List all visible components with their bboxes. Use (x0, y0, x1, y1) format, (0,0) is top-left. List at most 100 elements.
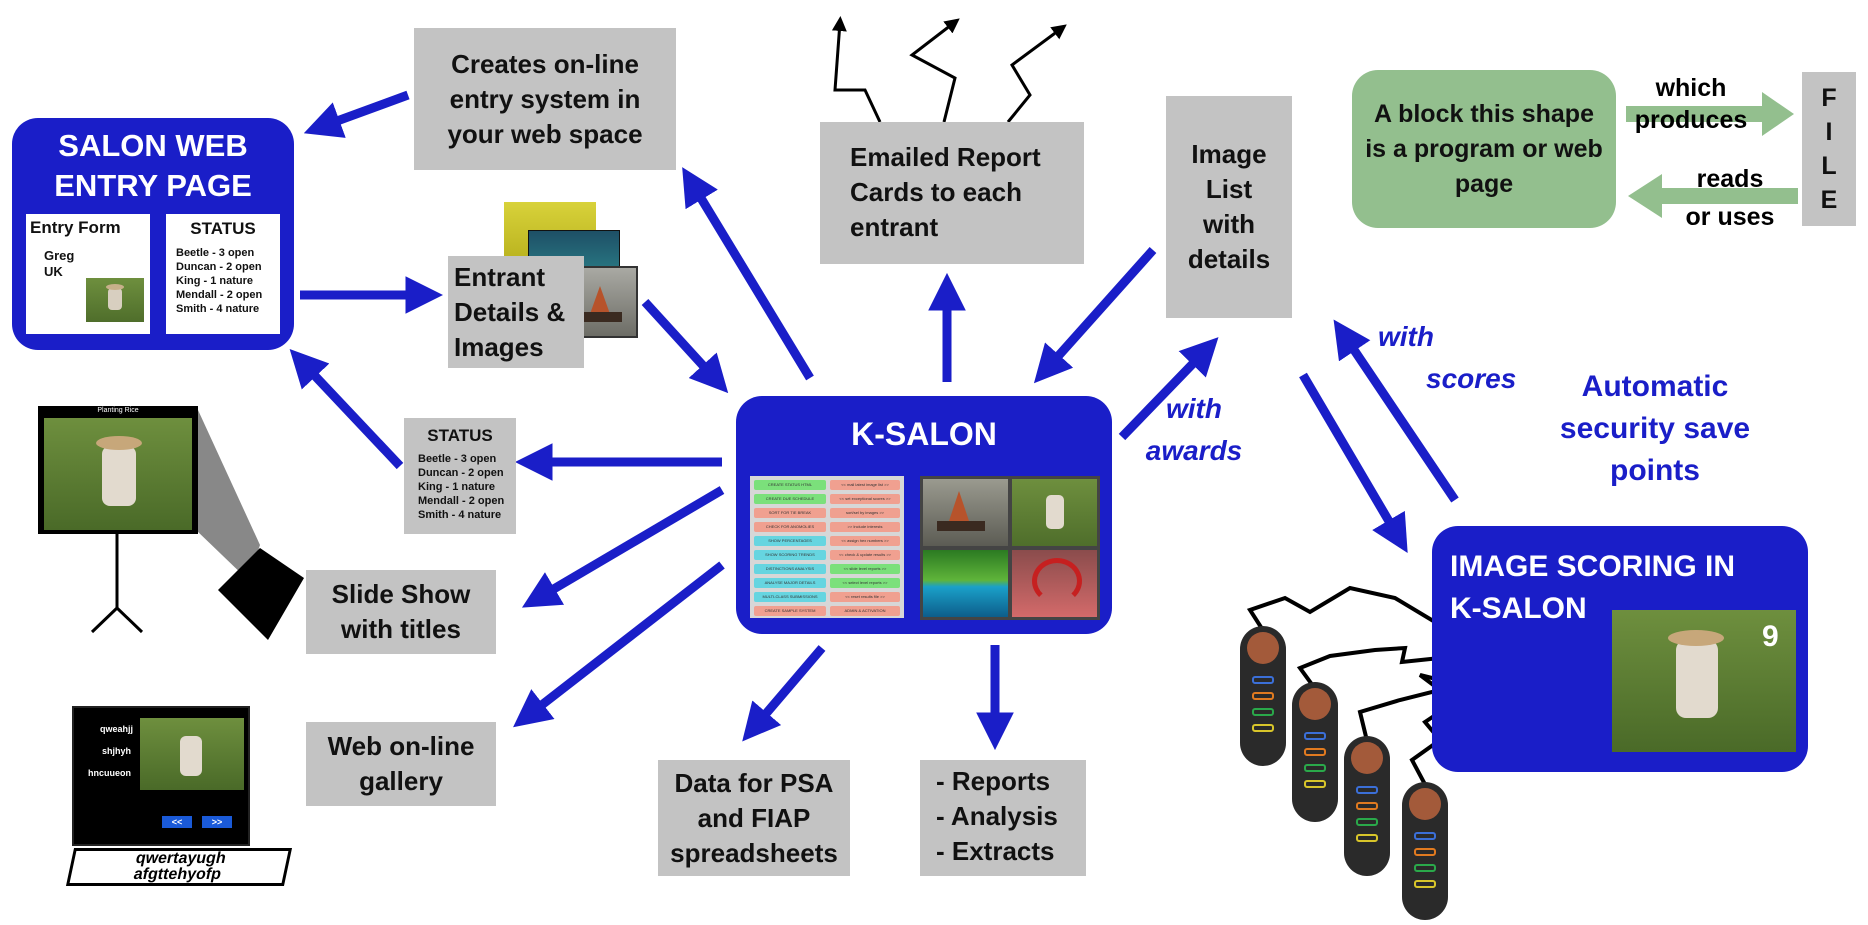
scoring-handset[interactable] (1292, 682, 1338, 822)
k-salon-menu-button[interactable]: << set exceptional scores >> (830, 494, 900, 504)
k-salon-menu-button[interactable]: sort/sel by images >> (830, 508, 900, 518)
creates-online-box: Creates on-line entry system in your web… (414, 28, 676, 170)
k-salon-menu-button[interactable]: ANALYSE MAJOR DETAILS (754, 578, 826, 588)
email-arrow-2 (909, 18, 960, 123)
file-letter: F (1821, 84, 1837, 112)
emailed-report-box: Emailed Report Cards to each entrant (820, 122, 1084, 264)
projector-screen: Planting Rice (38, 406, 198, 534)
entry-form-title: Entry Form (30, 218, 121, 237)
projector-photo (44, 418, 192, 530)
arrow-imagelist-to-ksalon (1033, 247, 1157, 384)
arrow-ksalon-to-creates (682, 167, 814, 381)
k-salon-menu-left: CREATE STATUS HTML CREATE DUE SCHEDULE S… (754, 480, 826, 616)
image-scoring-title: IMAGE SCORING IN K-SALON (1450, 550, 1736, 625)
cable-1 (1246, 585, 1442, 637)
status-box-line: Duncan - 2 open (418, 467, 504, 479)
k-salon-menu-panel: CREATE STATUS HTML CREATE DUE SCHEDULE S… (750, 476, 904, 618)
k-salon-menu-button[interactable]: << select level reports >> (830, 578, 900, 588)
k-salon-menu-button[interactable]: DISTINCTIONS ANALYSIS (754, 564, 826, 574)
k-salon-menu-button[interactable]: MULTI-CLASS SUBMISSIONS (754, 592, 826, 602)
file-box: F I L E (1802, 72, 1856, 226)
entrant-photo-boat (564, 266, 638, 338)
slide-show-box: Slide Show with titles (306, 570, 496, 654)
thumb-lake (923, 550, 1008, 617)
k-salon-menu-right: << mail latest image list >> << set exce… (830, 480, 900, 616)
projector (90, 410, 304, 640)
keyboard-line: afgttehyofp (132, 866, 223, 883)
scoring-photo: 9 (1612, 610, 1796, 752)
k-salon-menu-button[interactable]: SORT FOR TIE BREAK (754, 508, 826, 518)
k-salon-menu-button[interactable]: SHOW SCORING TRENDS (754, 550, 826, 560)
arrow-ksalon-to-gallery (513, 561, 725, 728)
laptop-next-button[interactable]: >> (202, 816, 232, 828)
k-salon-menu-button[interactable]: << slide level reports >> (830, 564, 900, 574)
status-box-line: King - 1 nature (418, 481, 496, 493)
thumb-dancers (1012, 550, 1097, 617)
entry-status-list: Beetle - 3 open Duncan - 2 open King - 1… (176, 246, 262, 316)
scoring-handset[interactable] (1402, 782, 1448, 920)
email-arrow-3 (1006, 24, 1067, 123)
k-salon-menu-button[interactable]: << reset results file >> (830, 592, 900, 602)
web-gallery-box: Web on-line gallery (306, 722, 496, 806)
laptop-prev-button[interactable]: << (162, 816, 192, 828)
entry-status-line: Smith - 4 nature (176, 303, 260, 315)
entry-form-card: Entry Form Greg UK (26, 214, 150, 334)
with-awards-label: with awards (1145, 393, 1243, 466)
program-block-legend: A block this shape is a program or web p… (1352, 70, 1616, 228)
scoring-handset[interactable] (1240, 626, 1286, 766)
status-box-title: STATUS (427, 426, 493, 445)
thumb-rice-planter (1012, 479, 1097, 546)
entry-status-title: STATUS (190, 219, 256, 238)
entrant-details-box: Entrant Details & Images (448, 256, 584, 368)
legend-produces-label: which produces (1634, 74, 1748, 134)
k-salon-menu-button[interactable]: CREATE DUE SCHEDULE (754, 494, 826, 504)
entry-status-line: Beetle - 3 open (176, 247, 255, 259)
k-salon-menu-button[interactable]: CHECK FOR ANOMOLIES (754, 522, 826, 532)
file-letter: E (1820, 186, 1838, 214)
entry-status-card: STATUS Beetle - 3 open Duncan - 2 open K… (166, 214, 280, 334)
entry-form-photo (86, 278, 144, 322)
status-box: STATUS Beetle - 3 open Duncan - 2 open K… (404, 418, 516, 534)
arrow-status-to-webpage (289, 349, 404, 470)
reports-item: - Reports (936, 766, 1051, 796)
automatic-security-label: Automatic security save points (1559, 370, 1751, 487)
web-entry-title: SALON WEB ENTRY PAGE (54, 128, 252, 203)
entry-status-line: Mendall - 2 open (176, 289, 263, 301)
k-salon-main: K-SALON CREATE STATUS HTML CREATE DUE SC… (736, 396, 1112, 634)
k-salon-menu-button[interactable]: << check & update results >> (830, 550, 900, 560)
arrow-ksalon-to-psa (742, 645, 826, 742)
email-arrow-1 (831, 16, 882, 123)
reports-item: - Extracts (936, 836, 1055, 866)
image-list-box: Image List with details (1166, 96, 1292, 318)
psa-fiap-box: Data for PSA and FIAP spreadsheets (658, 760, 850, 876)
entry-status-line: King - 1 nature (176, 275, 254, 287)
k-salon-menu-button[interactable]: >> Include interests (830, 522, 900, 532)
k-salon-menu-button[interactable]: << mail latest image list >> (830, 480, 900, 490)
file-letter: I (1825, 118, 1833, 146)
entry-status-line: Duncan - 2 open (176, 261, 262, 273)
entry-form-name: Greg (44, 248, 75, 263)
status-box-line: Smith - 4 nature (418, 509, 502, 521)
k-salon-title: K-SALON (851, 416, 997, 452)
arrow-scoring-to-ksalon (1333, 319, 1459, 503)
thumb-boat (923, 479, 1008, 546)
legend-reads-label: reads or uses (1685, 165, 1775, 231)
image-scoring-box: IMAGE SCORING IN K-SALON 9 (1432, 526, 1808, 772)
arrow-creates-to-webpage (303, 90, 410, 138)
status-box-list: Beetle - 3 open Duncan - 2 open King - 1… (418, 452, 504, 522)
cable-3 (1357, 673, 1445, 746)
k-salon-menu-button[interactable]: CREATE STATUS HTML (754, 480, 826, 490)
status-box-line: Mendall - 2 open (418, 495, 505, 507)
k-salon-menu-button[interactable]: SHOW PERCENTAGES (754, 536, 826, 546)
score-value: 9 (1762, 620, 1779, 653)
status-box-line: Beetle - 3 open (418, 453, 497, 465)
scoring-handset[interactable] (1344, 736, 1390, 876)
k-salon-menu-button[interactable]: << assign hex numbers >> (830, 536, 900, 546)
with-scores-label: with scores (1378, 321, 1517, 394)
arrow-ksalon-to-imagelist-awards (1118, 337, 1219, 441)
reports-item: - Analysis (936, 801, 1058, 831)
laptop-label: hncuueon (88, 768, 131, 778)
k-salon-menu-button[interactable]: ADMIN & ACTIVATION (830, 606, 900, 616)
k-salon-menu-button[interactable]: CREATE SAMPLE SYSTEM (754, 606, 826, 616)
keyboard-line: qwertayugh (134, 850, 228, 867)
